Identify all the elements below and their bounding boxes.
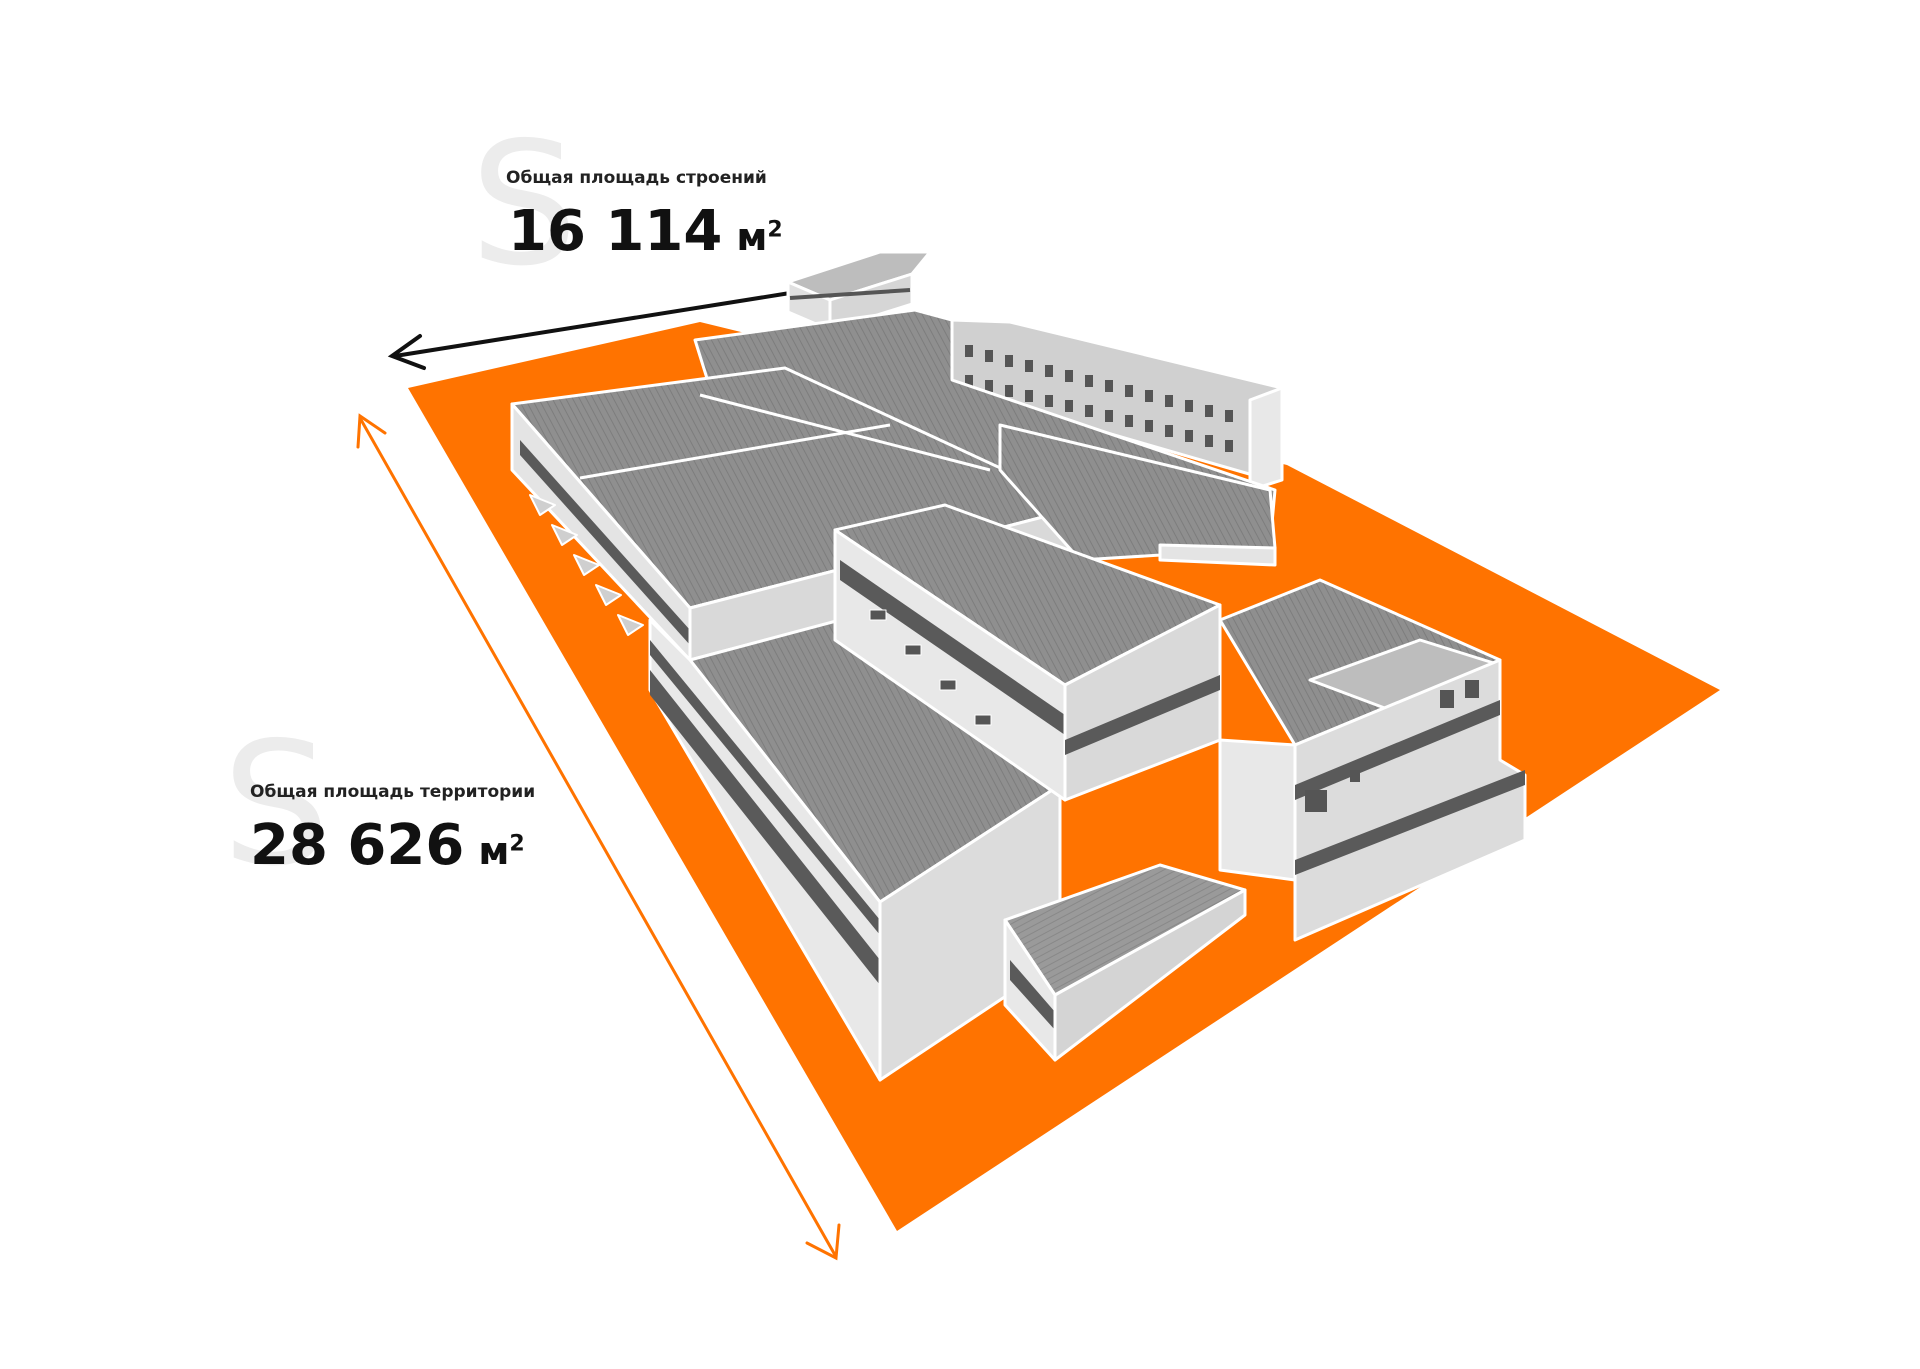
length-arrow-icon <box>356 413 841 1261</box>
area-symbol: S <box>222 706 330 904</box>
central-windows <box>869 609 992 726</box>
front-windows <box>1305 680 1479 812</box>
office-block <box>950 318 1284 492</box>
central-block <box>833 503 1222 802</box>
territory-area-label: Общая площадь территории <box>250 782 536 802</box>
buildings-area-unit: м2 <box>736 215 783 259</box>
buildings-area-number: 16 114 <box>508 199 723 264</box>
width-arrow-icon <box>387 291 792 370</box>
office-windows <box>965 345 1233 452</box>
territory-area-unit: м2 <box>478 829 525 873</box>
building-complex <box>510 250 1527 1082</box>
territory-area-number: 28 626 <box>250 813 465 878</box>
right-hall <box>998 423 1277 567</box>
back-tower <box>786 250 932 332</box>
area-symbol: S <box>470 106 578 304</box>
buildings-area-label: Общая площадь строений <box>506 168 767 188</box>
front-left-hall <box>648 610 1062 1082</box>
right-front-block <box>1218 578 1527 942</box>
loading-docks <box>529 494 644 636</box>
front-annex <box>1003 863 1247 1062</box>
